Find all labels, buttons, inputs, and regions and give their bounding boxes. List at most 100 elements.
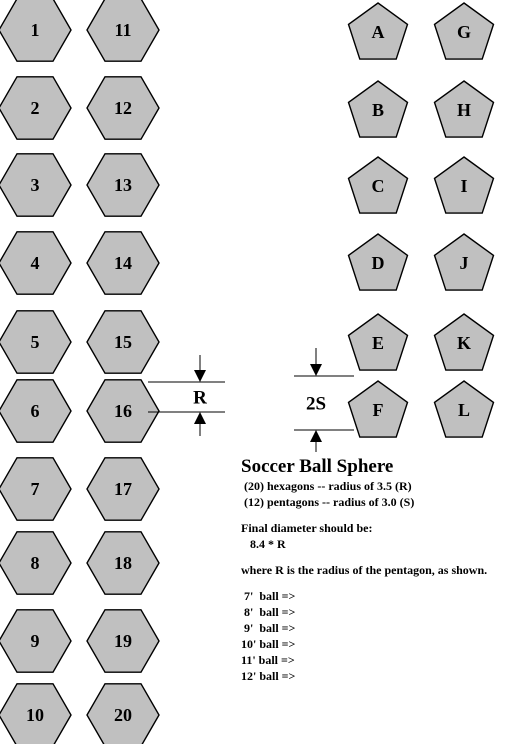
pentagon-E: E (347, 313, 409, 371)
pentagon-F: F (347, 380, 409, 438)
hexagon-19: 19 (86, 609, 160, 673)
arrow-up-icon (310, 430, 322, 442)
pentagon-G: G (433, 2, 495, 60)
pentagon-label: B (372, 100, 384, 120)
arrow-down-icon (310, 364, 322, 376)
pentagon-label: D (372, 253, 385, 273)
pentagon-shape (347, 156, 409, 214)
ball-size-item: 11' ball => (241, 653, 295, 667)
hexagon-shape (0, 231, 72, 295)
hexagon-shape (0, 683, 72, 744)
pentagon-label: G (457, 22, 471, 42)
notes-title: Soccer Ball Sphere (241, 456, 394, 477)
hexagon-label: 20 (114, 705, 132, 725)
hexagon-label: 4 (31, 253, 40, 273)
final-diameter-label: Final diameter should be: (241, 521, 373, 535)
pentagon-C: C (347, 156, 409, 214)
pentagon-label: K (457, 333, 471, 353)
hexagon-shape (86, 76, 160, 140)
pentagon-shape (347, 380, 409, 438)
hexagon-shape (0, 609, 72, 673)
pentagon-shape (347, 80, 409, 138)
hexagon-label: 11 (114, 20, 131, 40)
hexagon-label: 13 (114, 175, 132, 195)
spacer (241, 510, 528, 520)
pentagon-label: E (372, 333, 384, 353)
ball-size-item: 12' ball => (241, 669, 296, 683)
hexagon-3: 3 (0, 153, 72, 217)
hexagon-label: 15 (114, 332, 132, 352)
spacer (241, 552, 528, 562)
hexagon-shape (86, 457, 160, 521)
hexagon-label: 3 (31, 175, 40, 195)
hexagon-7: 7 (0, 457, 72, 521)
hexagon-shape (86, 0, 160, 62)
hexagon-label: 2 (31, 98, 40, 118)
ball-size-item: 9' ball => (241, 621, 296, 635)
hexagon-shape (86, 231, 160, 295)
hexagon-17: 17 (86, 457, 160, 521)
hexagon-10: 10 (0, 683, 72, 744)
pentagon-J: J (433, 233, 495, 291)
pentagon-L: L (433, 380, 495, 438)
hexagon-label: 5 (31, 332, 40, 352)
pentagon-shape (433, 233, 495, 291)
hexagon-shape (86, 153, 160, 217)
ball-size-item: 7' ball => (241, 589, 296, 603)
ball-size-item: 10' ball => (241, 637, 296, 651)
pentagon-shape (347, 2, 409, 60)
hexagon-shape (0, 76, 72, 140)
pentagon-label: I (460, 176, 467, 196)
hexagon-5: 5 (0, 310, 72, 374)
notes-panel: Soccer Ball Sphere (20) hexagons -- radi… (241, 456, 528, 684)
hexagon-shape (86, 683, 160, 744)
pentagon-shape (347, 313, 409, 371)
hexagon-16: 16 (86, 379, 160, 443)
hexagon-shape (0, 531, 72, 595)
pentagon-K: K (433, 313, 495, 371)
hexagon-label: 18 (114, 553, 132, 573)
hexagon-shape (0, 310, 72, 374)
pentagon-B: B (347, 80, 409, 138)
pentagon-shape (433, 313, 495, 371)
hexagon-20: 20 (86, 683, 160, 744)
hexagon-12: 12 (86, 76, 160, 140)
hexagon-18: 18 (86, 531, 160, 595)
hexagon-2: 2 (0, 76, 72, 140)
hexagon-9: 9 (0, 609, 72, 673)
hex-dimension-marker: R (148, 355, 225, 436)
hexagon-label: 16 (114, 401, 132, 421)
pentagon-label: J (460, 253, 469, 273)
pentagon-label: L (458, 400, 470, 420)
pentagon-shape (433, 380, 495, 438)
hexagon-label: 19 (114, 631, 132, 651)
hexagon-shape (86, 609, 160, 673)
pentagon-label: C (372, 176, 385, 196)
pent-side-label: 2S (306, 394, 326, 415)
pentagon-shape (433, 2, 495, 60)
pentagon-label: A (372, 22, 385, 42)
pentagon-shape (433, 156, 495, 214)
hexagon-13: 13 (86, 153, 160, 217)
hexagon-shape (0, 457, 72, 521)
hexagon-8: 8 (0, 531, 72, 595)
radius-explanation: where R is the radius of the pentagon, a… (241, 563, 488, 577)
hexagon-14: 14 (86, 231, 160, 295)
hexagon-label: 10 (26, 705, 44, 725)
hex-radius-label: R (193, 388, 207, 409)
hexagon-shape (86, 531, 160, 595)
arrow-down-icon (194, 370, 206, 382)
ball-size-item: 8' ball => (241, 605, 296, 619)
hexagon-shape (0, 379, 72, 443)
hexagon-label: 12 (114, 98, 132, 118)
hexagon-label: 6 (31, 401, 40, 421)
hexagon-1: 1 (0, 0, 72, 62)
hexagon-11: 11 (86, 0, 160, 62)
spacer (241, 578, 528, 588)
hexagon-shape (86, 379, 160, 443)
hexagon-label: 7 (31, 479, 40, 499)
pentagon-I: I (433, 156, 495, 214)
